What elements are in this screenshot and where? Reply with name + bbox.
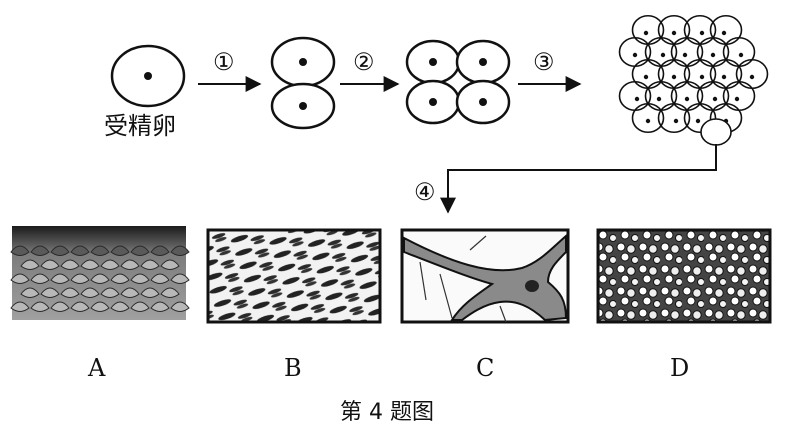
two-cell-stage: [272, 38, 334, 128]
mass-cell-nucleus: [644, 31, 648, 35]
mass-cell-nucleus: [685, 97, 689, 101]
mass-cell-nucleus: [644, 75, 648, 79]
mass-cell-nucleus: [635, 97, 639, 101]
mass-cell-nucleus: [722, 75, 726, 79]
mass-cell-nucleus: [696, 119, 700, 123]
panel-b-letter: B: [284, 356, 302, 380]
panel-c-image: [402, 230, 568, 322]
mass-cell-nucleus: [713, 97, 717, 101]
panel-c-letter: C: [476, 356, 494, 380]
zygote-label: 受精卵: [104, 114, 176, 138]
mass-cell-nucleus: [711, 53, 715, 57]
mass-cell-nucleus: [700, 31, 704, 35]
mass-cell-nucleus: [646, 119, 650, 123]
mass-cell-nucleus: [672, 31, 676, 35]
mass-cell-nucleus: [735, 97, 739, 101]
panel-a-image: [11, 226, 189, 320]
panel-d-image: [598, 230, 770, 322]
step-3-label: ③: [533, 50, 555, 74]
mass-cell-nucleus: [633, 53, 637, 57]
mass-cell-nucleus: [700, 75, 704, 79]
four-cell-stage: [407, 41, 509, 123]
mass-cell-nucleus: [657, 97, 661, 101]
mass-cell: [701, 119, 731, 145]
mass-cell-nucleus: [683, 53, 687, 57]
mass-cell-nucleus: [674, 119, 678, 123]
zygote-cell: [112, 46, 184, 106]
figure-caption: 第 4 题图: [340, 402, 434, 424]
step-2-label: ②: [353, 50, 375, 74]
panel-a-letter: A: [88, 356, 105, 380]
mass-cell-nucleus: [672, 75, 676, 79]
panel-b-image: [208, 230, 380, 322]
arrow-step-4: [448, 144, 716, 212]
mass-cell-nucleus: [750, 75, 754, 79]
mass-cell-nucleus: [722, 31, 726, 35]
step-4-label: ④: [414, 180, 436, 204]
mass-cell-nucleus: [661, 53, 665, 57]
panel-d-letter: D: [670, 356, 689, 380]
multicell-mass: [620, 16, 768, 145]
step-1-label: ①: [213, 50, 235, 74]
mass-cell-nucleus: [739, 53, 743, 57]
